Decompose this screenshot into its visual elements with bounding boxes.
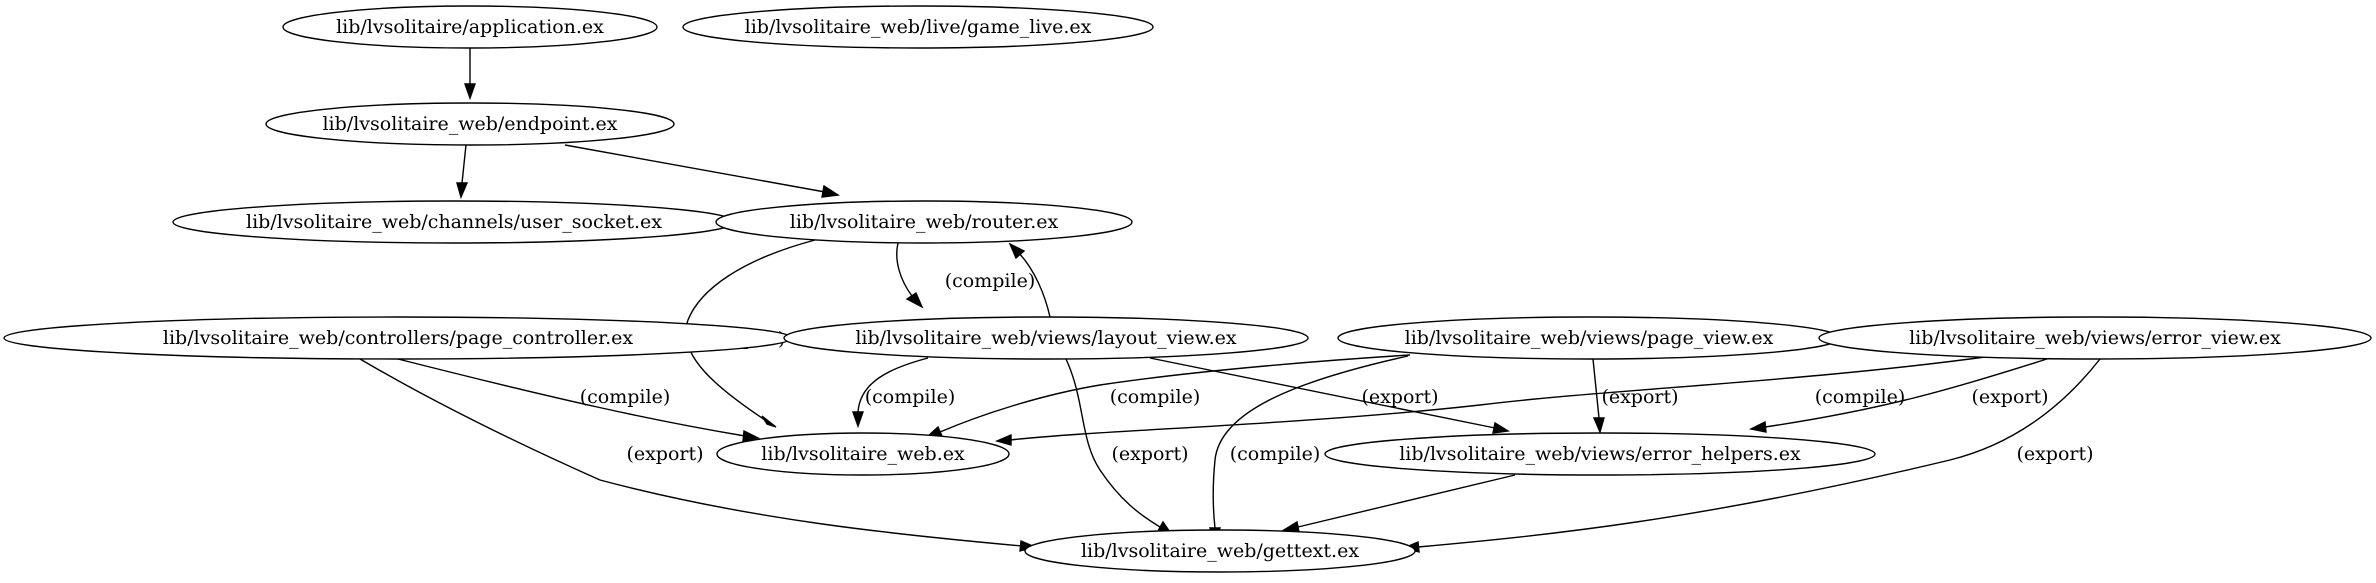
node-app: lib/lvsolitaire/application.ex	[282, 5, 658, 49]
edge-label: (compile)	[945, 270, 1035, 292]
edge-label: (compile)	[580, 386, 670, 408]
edge-label: (compile)	[1110, 386, 1200, 408]
edge-page_controller-to-gettext: (export)	[359, 358, 1038, 552]
arrowhead	[821, 184, 841, 198]
edge-label: (export)	[626, 443, 703, 465]
node-ellipse	[715, 200, 1133, 244]
edge-label: (export)	[1361, 386, 1438, 408]
arrowhead	[994, 433, 1012, 446]
edge-router-to-layout_view: (compile)	[896, 242, 1035, 309]
edge-line	[1065, 358, 1161, 528]
edge-endpoint-to-user_socket	[456, 144, 469, 200]
edge-line	[939, 354, 1411, 433]
edge-label: (export)	[1971, 386, 2048, 408]
edge-line	[564, 144, 826, 193]
edge-page_controller-to-lvs_web: (compile)	[397, 358, 761, 442]
node-page_controller: lib/lvsolitaire_web/controllers/page_con…	[3, 316, 793, 360]
edge-line	[1764, 357, 2051, 428]
edge-line	[1017, 251, 1051, 318]
edge-page_view-to-lvs_web: (compile)	[925, 354, 1411, 438]
node-label: lib/lvsolitaire_web/views/page_view.ex	[1405, 327, 1774, 349]
node-label: lib/lvsolitaire_web/views/layout_view.ex	[855, 327, 1237, 349]
node-label: lib/lvsolitaire_web/controllers/page_con…	[163, 327, 633, 349]
node-label: lib/lvsolitaire_web.ex	[761, 443, 965, 465]
arrowhead	[742, 429, 761, 442]
edge-line	[1417, 358, 2101, 548]
node-error_helpers: lib/lvsolitaire_web/views/error_helpers.…	[1324, 432, 1876, 476]
edge-layout_view-to-lvs_web: (compile)	[852, 357, 955, 429]
node-ellipse	[682, 5, 1154, 49]
edge-label: (compile)	[1230, 443, 1320, 465]
arrowhead	[905, 291, 924, 309]
edge-layout_view-to-error_helpers: (export)	[1149, 357, 1511, 434]
arrowhead	[1592, 417, 1605, 435]
node-ellipse	[265, 102, 675, 146]
arrowhead	[852, 411, 864, 429]
node-label: lib/lvsolitaire_web/live/game_live.ex	[745, 16, 1092, 38]
node-ellipse	[282, 5, 658, 49]
edge-label: (export)	[1601, 386, 1678, 408]
edge-label: (compile)	[1815, 386, 1905, 408]
node-user_socket: lib/lvsolitaire_web/channels/user_socket…	[172, 200, 736, 244]
arrowhead	[456, 182, 469, 200]
node-ellipse	[1818, 316, 2372, 360]
node-layout_view: lib/lvsolitaire_web/views/layout_view.ex	[783, 316, 1309, 360]
arrowhead	[464, 83, 476, 101]
edge-line	[1592, 358, 1600, 419]
node-endpoint: lib/lvsolitaire_web/endpoint.ex	[265, 102, 675, 146]
arrowhead	[1492, 421, 1511, 434]
edge-error_view-to-lvs_web: (compile)	[994, 356, 1986, 446]
node-ellipse	[1024, 529, 1416, 573]
edge-line	[461, 144, 467, 184]
edge-layout_view-to-router	[1008, 242, 1051, 318]
edge-line	[1212, 355, 1409, 529]
node-ellipse	[1324, 432, 1876, 476]
edge-line	[896, 242, 913, 297]
edge-layout_view-to-gettext: (export)	[1065, 358, 1189, 537]
node-label: lib/lvsolitaire_web/views/error_helpers.…	[1399, 443, 1801, 465]
node-lvs_web: lib/lvsolitaire_web.ex	[716, 432, 1010, 476]
node-router: lib/lvsolitaire_web/router.ex	[715, 200, 1133, 244]
edge-line	[1009, 356, 1986, 441]
node-ellipse	[716, 432, 1010, 476]
edge-line	[359, 358, 1023, 547]
edge-app-to-endpoint	[464, 48, 476, 101]
node-error_view: lib/lvsolitaire_web/views/error_view.ex	[1818, 316, 2372, 360]
node-label: lib/lvsolitaire/application.ex	[336, 16, 604, 38]
node-label: lib/lvsolitaire_web/gettext.ex	[1081, 540, 1359, 562]
node-ellipse	[783, 316, 1309, 360]
edge-error_view-to-gettext: (export)	[1401, 358, 2101, 553]
arrowhead	[761, 415, 777, 428]
node-label: lib/lvsolitaire_web/router.ex	[790, 211, 1059, 233]
node-game_live: lib/lvsolitaire_web/live/game_live.ex	[682, 5, 1154, 49]
edge-label: (export)	[2016, 443, 2093, 465]
node-label: lib/lvsolitaire_web/endpoint.ex	[322, 113, 617, 135]
node-label: lib/lvsolitaire_web/views/error_view.ex	[1909, 327, 2281, 349]
edge-endpoint-to-router	[564, 144, 841, 198]
nodes-layer: lib/lvsolitaire/application.ex lib/lvsoli…	[3, 5, 2372, 573]
edge-line	[397, 358, 746, 437]
arrowhead	[1008, 242, 1026, 260]
edge-line	[857, 357, 929, 413]
node-label: lib/lvsolitaire_web/channels/user_socket…	[246, 211, 662, 233]
edge-line	[1297, 474, 1516, 528]
edge-line	[685, 239, 816, 421]
node-gettext: lib/lvsolitaire_web/gettext.ex	[1024, 529, 1416, 573]
edge-label: (compile)	[865, 386, 955, 408]
node-page_view: lib/lvsolitaire_web/views/page_view.ex	[1337, 316, 1841, 360]
edge-line	[1149, 357, 1496, 429]
edge-label: (export)	[1111, 443, 1188, 465]
edge-error_view-to-error_helpers: (export)	[1748, 357, 2051, 433]
arrowhead	[1748, 420, 1767, 433]
